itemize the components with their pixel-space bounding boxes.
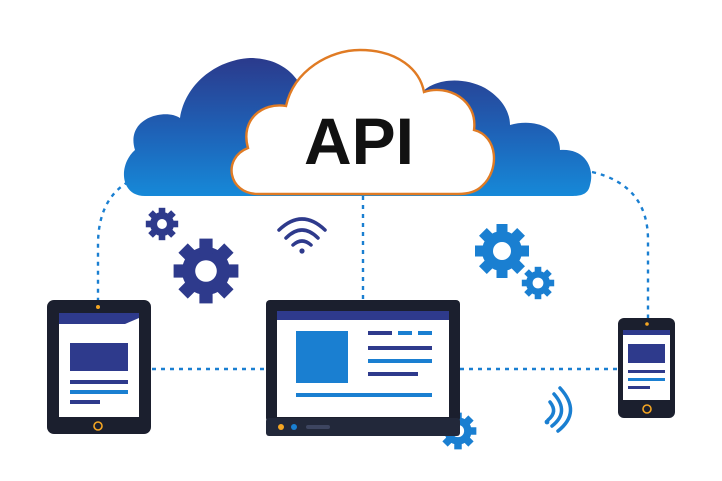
phone-screen — [623, 330, 670, 400]
connector-lines — [96, 170, 650, 371]
api-cloud: API — [230, 48, 496, 196]
api-label: API — [304, 104, 414, 178]
gear-icon-large-left — [173, 238, 239, 304]
gear-icon-large-right — [475, 224, 529, 278]
tablet-device — [47, 300, 151, 434]
wifi-icon — [277, 217, 327, 254]
gear-icon-small-left — [145, 207, 179, 241]
signal-icon — [544, 386, 573, 433]
phone-device — [618, 318, 675, 418]
gear-icon-small-right — [521, 266, 555, 300]
laptop-device — [266, 300, 460, 436]
